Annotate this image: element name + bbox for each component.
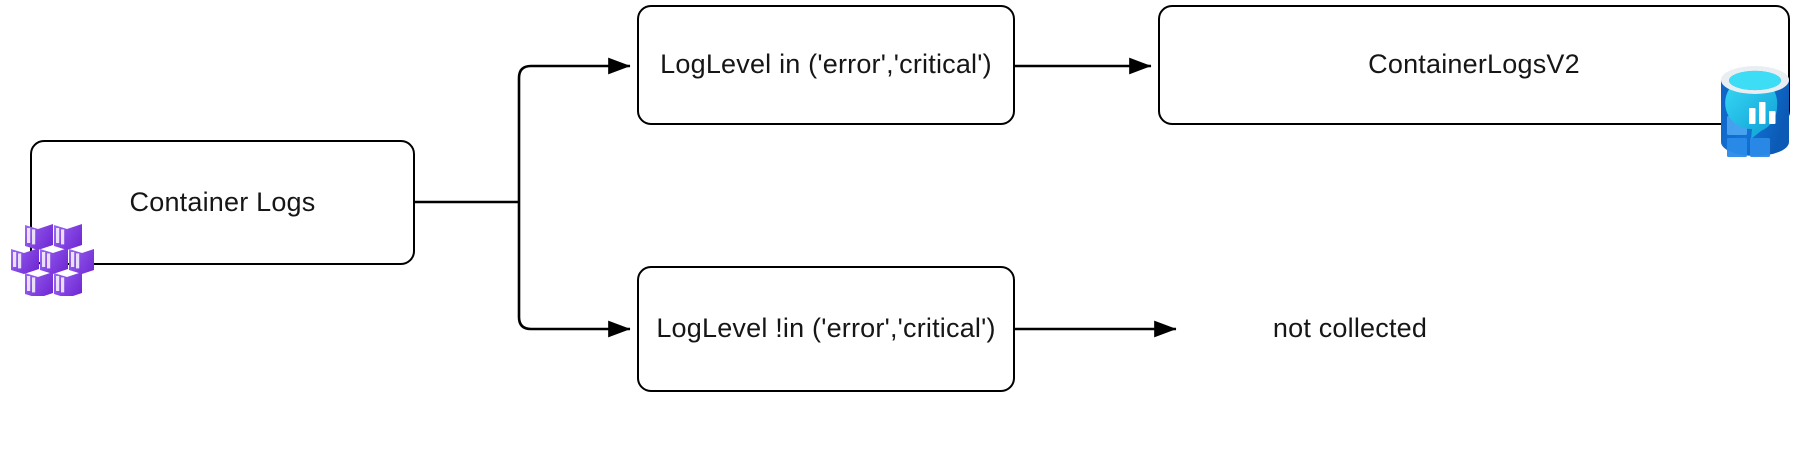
node-filter-exclude-label: LogLevel !in ('error','critical') (656, 313, 996, 344)
terminal-not-collected: not collected (1185, 306, 1515, 352)
node-container-logs-label: Container Logs (129, 186, 316, 217)
node-container-logs[interactable]: Container Logs (30, 140, 415, 265)
node-containerlogsv2[interactable]: ContainerLogsV2 (1158, 5, 1790, 125)
azure-log-analytics-icon (1721, 66, 1789, 157)
edge-branch-to-filter-exclude (517, 202, 631, 338)
edge-branch-to-filter-include (517, 57, 631, 202)
node-containerlogsv2-label: ContainerLogsV2 (1368, 49, 1580, 80)
node-filter-include[interactable]: LogLevel in ('error','critical') (637, 5, 1015, 125)
terminal-not-collected-label: not collected (1272, 313, 1428, 344)
container-cluster-icon (11, 224, 94, 296)
node-filter-include-label: LogLevel in ('error','critical') (660, 49, 992, 80)
node-filter-exclude[interactable]: LogLevel !in ('error','critical') (637, 266, 1015, 392)
